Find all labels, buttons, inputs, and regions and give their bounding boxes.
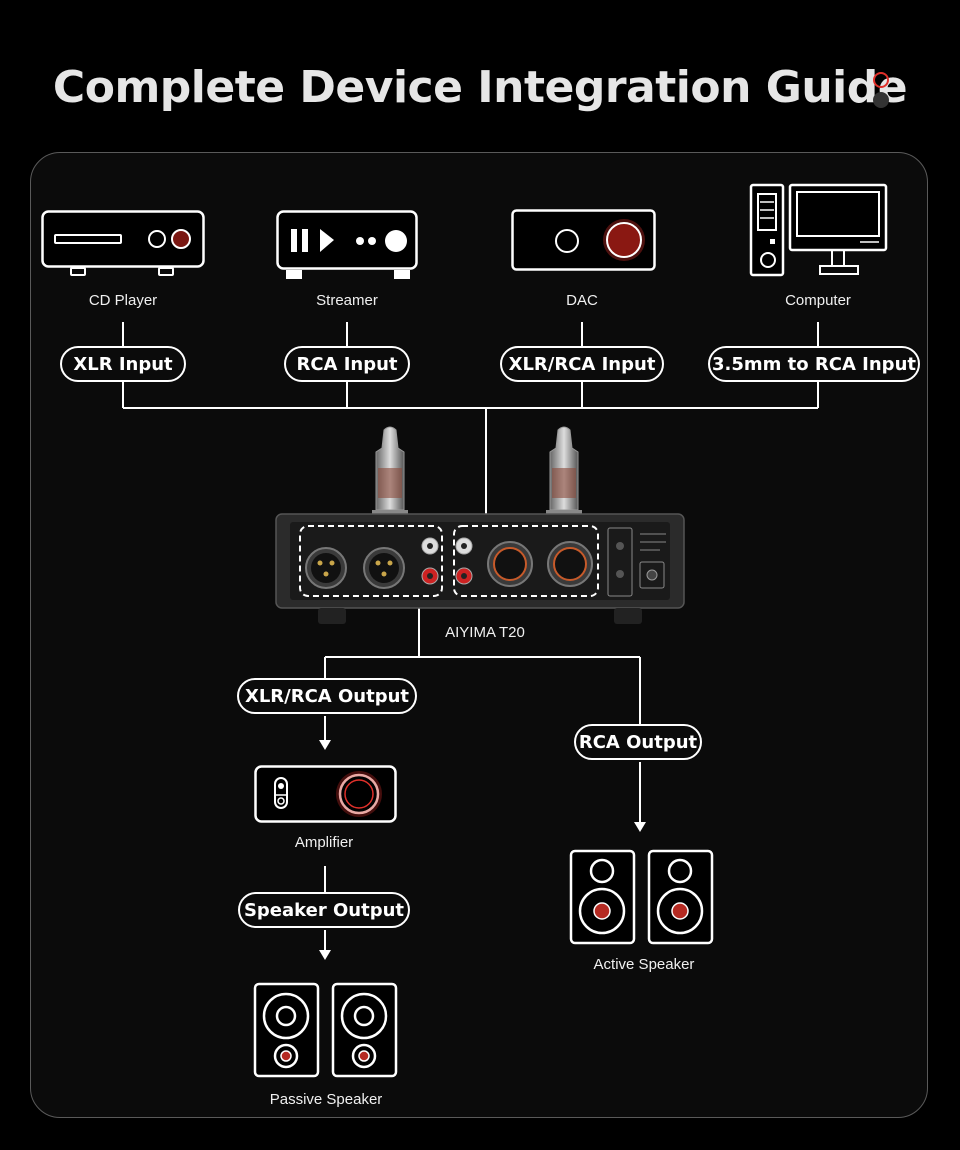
source-label-dac: DAC (566, 292, 598, 309)
passive-speaker-label: Passive Speaker (269, 1091, 383, 1108)
connection-pill-xlr-rca-output: XLR/RCA Output (237, 678, 417, 714)
connection-pill-speaker-output: Speaker Output (238, 892, 410, 928)
computer-icon (749, 183, 888, 277)
red-dot-icon (873, 72, 889, 88)
source-label-streamer: Streamer (316, 292, 378, 309)
connection-pill-rca-input: RCA Input (284, 346, 410, 382)
source-label-cd-player: CD Player (88, 292, 158, 309)
passive-speaker-icon (253, 982, 398, 1078)
diagram-panel (30, 152, 928, 1118)
amplifier-icon (254, 765, 397, 823)
connection-pill-xlr-input: XLR Input (60, 346, 186, 382)
gray-dot-icon (873, 92, 889, 108)
active-speaker-icon (569, 849, 714, 945)
source-label-computer: Computer (785, 292, 851, 309)
dac-icon (511, 209, 656, 271)
hub-device-label: AIYIMA T20 (445, 624, 525, 641)
streamer-icon (276, 210, 418, 279)
connection-pill-xlr-rca-input: XLR/RCA Input (500, 346, 664, 382)
cd-player-icon (41, 210, 205, 276)
active-speaker-label: Active Speaker (593, 956, 695, 973)
connection-pill-rca-output: RCA Output (574, 724, 702, 760)
tube-amplifier-icon (275, 426, 685, 624)
amplifier-label: Amplifier (294, 834, 354, 851)
page-title: Complete Device Integration Guide (52, 62, 908, 113)
connection-pill-35mm-rca-input: 3.5mm to RCA Input (708, 346, 920, 382)
title-decoration-dots (871, 72, 891, 112)
